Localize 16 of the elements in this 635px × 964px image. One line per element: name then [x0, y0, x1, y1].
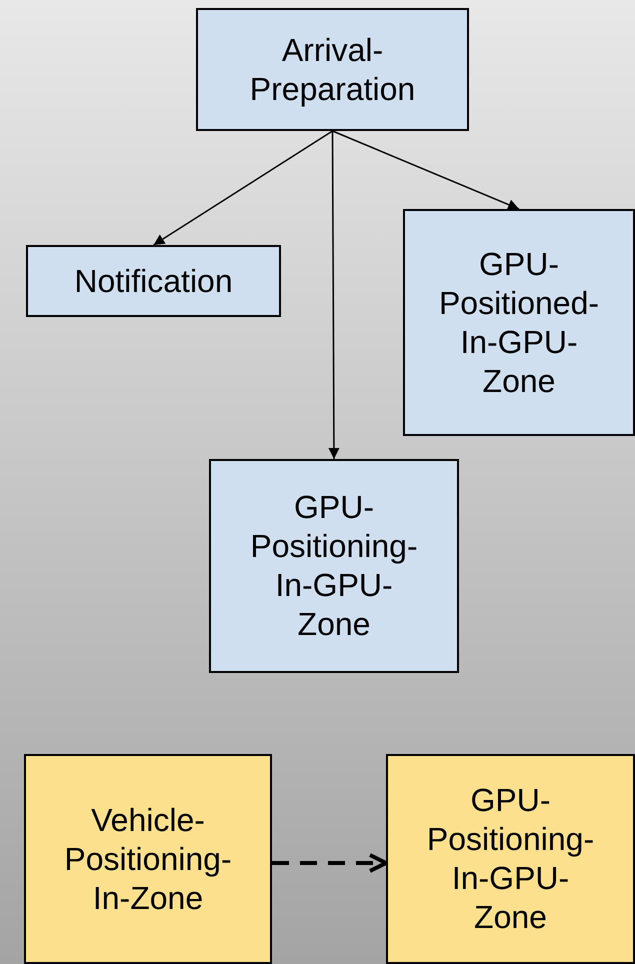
- process-box: [209, 459, 459, 673]
- arrow: [332, 130, 520, 210]
- node-label: Notification: [74, 262, 233, 300]
- arrow: [328, 131, 340, 459]
- node-label: GPU-Positioned-In-GPU-Zone: [438, 244, 600, 400]
- node-label: GPU-Positioning-In-GPU-Zone: [426, 781, 596, 937]
- process-box: [24, 754, 272, 964]
- process-box: [26, 245, 281, 317]
- node-label: GPU-Positioning-In-GPU-Zone: [249, 488, 419, 644]
- process-box: [403, 209, 635, 436]
- node-label: Vehicle-Positioning-In-Zone: [63, 800, 233, 918]
- arrow: [153, 130, 333, 246]
- process-box: [196, 8, 469, 131]
- process-box: [386, 754, 635, 964]
- node-label: Arrival-Preparation: [248, 30, 416, 108]
- dashed-arrow: [272, 853, 388, 873]
